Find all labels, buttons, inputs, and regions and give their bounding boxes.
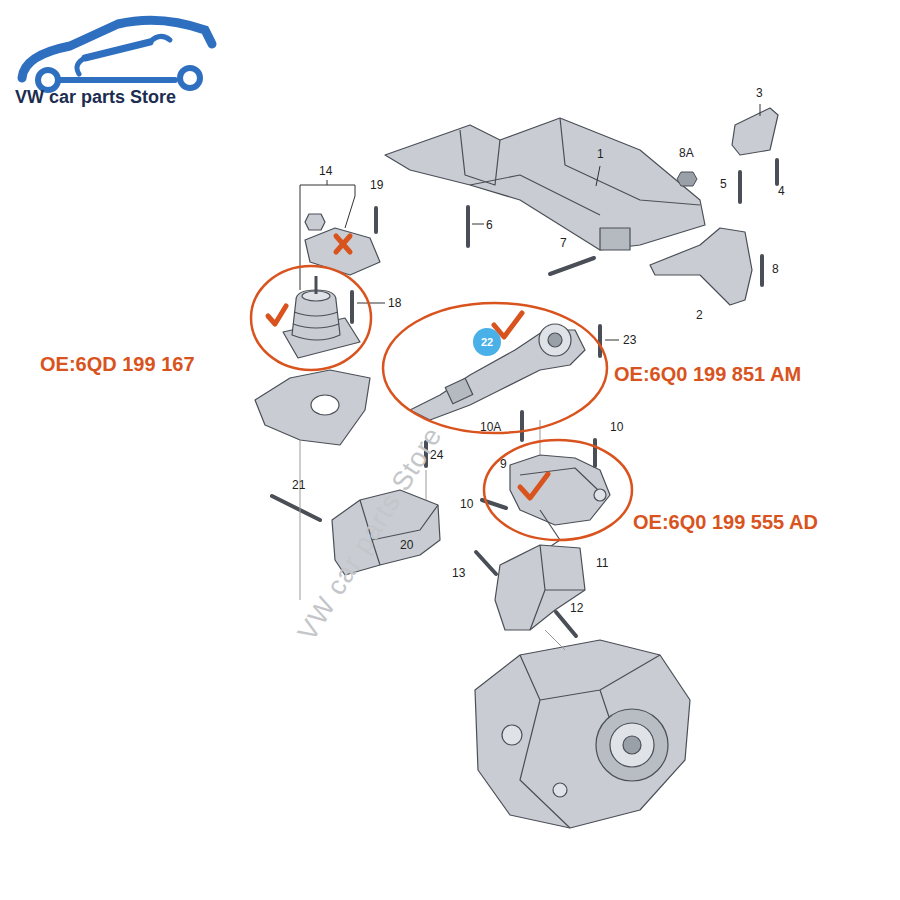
callout-number: 14 (319, 164, 332, 178)
part-number: OE:6Q0 199 555 AD (633, 511, 818, 533)
part-number: OE:6QD 199 167 (40, 353, 195, 375)
callout-number: 10 (610, 420, 623, 434)
callout-number-box: 21 (292, 478, 305, 492)
callout-number: 3 (756, 86, 763, 100)
callout-number-box: 7 (560, 236, 567, 250)
callout-number: 23 (623, 333, 636, 347)
store-name: VW car parts Store (15, 87, 176, 107)
callout-number: 12 (570, 601, 583, 615)
callout-number-box: 9 (500, 457, 507, 471)
heat-shield (255, 370, 370, 445)
callout-number-box: 14 (319, 164, 332, 178)
part-number: OE:6Q0 199 851 AM (614, 363, 801, 385)
callout-number: 10A (480, 420, 501, 434)
nuts (677, 172, 697, 186)
mount-bracket (305, 228, 380, 275)
callout-number: 1 (597, 147, 604, 161)
callout-number-box: 11 (596, 556, 608, 570)
bracket (732, 108, 778, 155)
callout-number: 5 (720, 177, 727, 191)
callout-number: 13 (452, 566, 465, 580)
callout-number: 7 (560, 236, 567, 250)
callout-number-box: 8 (772, 262, 779, 276)
car-logo (22, 20, 212, 90)
part-number-box: OE:6QD 199 167 (40, 352, 195, 376)
callout-number: 4 (778, 184, 785, 198)
callout-number-box: 3 (756, 86, 763, 100)
callout-number: 6 (486, 218, 493, 232)
callout-number-box: 6 (486, 218, 493, 232)
callout-number-box: 2 (696, 308, 703, 322)
callout-number: 11 (596, 556, 608, 570)
callout-circle: 22 (473, 328, 501, 356)
callout-number-box: 4 (778, 184, 785, 198)
callout-number: 8A (679, 146, 694, 160)
store-name-box: VW car parts Store (15, 86, 176, 108)
callout-number-box: 19 (370, 178, 383, 192)
callout-number: 2 (696, 308, 703, 322)
callout-number-box: 12 (570, 601, 583, 615)
part-number-box: OE:6Q0 199 555 AD (633, 510, 818, 534)
subframe (385, 118, 705, 250)
callout-number: 20 (400, 538, 413, 552)
nut (305, 214, 325, 230)
callout-number: 22 (481, 336, 493, 348)
callout-number: 19 (370, 178, 383, 192)
engine-mount (292, 290, 340, 340)
callout-number-box: 10A (480, 420, 501, 434)
callout-number-box: 20 (400, 538, 413, 552)
callout-number: 10 (460, 497, 473, 511)
callout-number-box: 23 (623, 333, 636, 347)
part-number-box: OE:6Q0 199 851 AM (614, 362, 801, 386)
callout-number-box: 8A (679, 146, 694, 160)
callout-number-box: 10 (610, 420, 623, 434)
callout-number: 18 (388, 296, 401, 310)
callout-number-box: 10 (460, 497, 473, 511)
gearbox (475, 640, 690, 828)
callout-number: 21 (292, 478, 305, 492)
callout-number: 9 (500, 457, 507, 471)
callout-number-box: 1 (597, 147, 604, 161)
callout-number: 8 (772, 262, 779, 276)
callout-number-box: 18 (388, 296, 401, 310)
bracket (495, 545, 585, 630)
control-arm (650, 228, 752, 305)
callout-number-box: 5 (720, 177, 727, 191)
highlight-ellipses (251, 266, 632, 540)
callout-number-box: 13 (452, 566, 465, 580)
